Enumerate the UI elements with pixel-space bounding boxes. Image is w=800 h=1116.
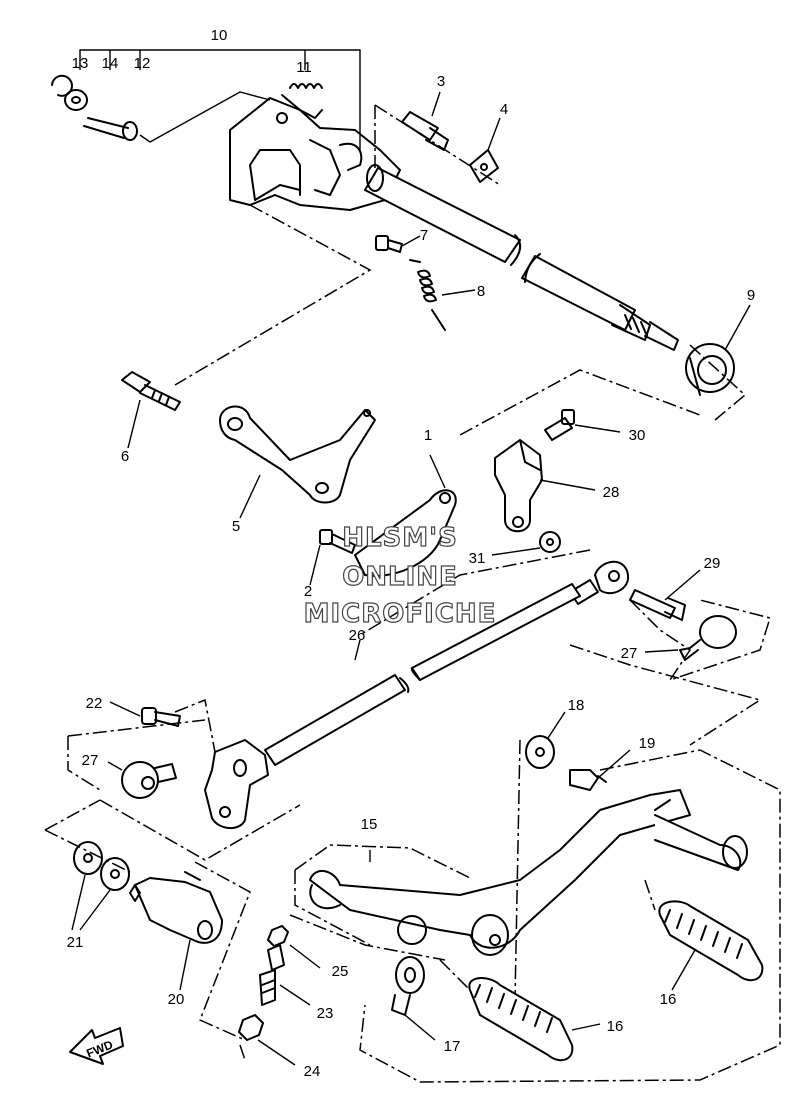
- callout-25: 25: [332, 963, 349, 980]
- rod-joint-part: [644, 615, 737, 661]
- callout-5: 5: [232, 518, 240, 535]
- watermark-line-3: MICROFICHE: [304, 599, 497, 629]
- pedal-end-part: [391, 956, 436, 1041]
- callout-28: 28: [603, 484, 620, 501]
- callout-23: 23: [317, 1005, 334, 1022]
- group-outline-9: [374, 104, 747, 421]
- callout-11: 11: [296, 59, 312, 76]
- callout-29: 29: [704, 555, 721, 572]
- callout-16a: 16: [607, 1018, 624, 1035]
- callout-7: 7: [420, 227, 428, 244]
- shift-lever-assembly: [229, 94, 401, 211]
- washer-31-part: [491, 531, 561, 556]
- callout-24: 24: [304, 1063, 321, 1080]
- callout-31: 31: [469, 550, 486, 567]
- callout-26: 26: [349, 627, 366, 644]
- shift-shaft: [364, 164, 679, 351]
- rod-leader: [354, 639, 361, 661]
- callout-27a: 27: [82, 752, 99, 769]
- callout-20: 20: [168, 991, 185, 1008]
- callout-14: 14: [102, 55, 119, 72]
- rod-bolt-part: [629, 569, 701, 621]
- watermark-line-1: HLSM'S: [342, 523, 458, 553]
- pivot-bolt-part: [238, 925, 321, 1066]
- callout-9: 9: [747, 287, 755, 304]
- callout-18: 18: [568, 697, 585, 714]
- callout-6: 6: [121, 448, 129, 465]
- callout-10: 10: [211, 27, 228, 44]
- callout-12: 12: [134, 55, 151, 72]
- watermark-line-2: ONLINE: [342, 562, 458, 592]
- spring-part: [289, 83, 323, 89]
- shift-pedal-part: [309, 789, 748, 956]
- watermark: HLSM'S ONLINE MICROFICHE: [303, 522, 497, 629]
- callout-17: 17: [444, 1038, 461, 1055]
- callout-8: 8: [477, 283, 485, 300]
- group-bracket-10: [79, 49, 361, 150]
- callout-16b: 16: [660, 991, 677, 1008]
- callout-2: 2: [304, 583, 312, 600]
- pin-part: [83, 91, 271, 143]
- pedal-arm-part: [129, 871, 223, 991]
- group-outline-28: [359, 369, 701, 636]
- callout-22: 22: [86, 695, 103, 712]
- callout-labels: 1 2 3 4 5 6 7 8 9 10 11 12 13 14 15 16 1…: [67, 27, 756, 1080]
- pedal-bolt-part: [569, 749, 631, 791]
- callout-19: 19: [639, 735, 656, 752]
- shift-lever-part: [219, 405, 376, 519]
- callout-15: 15: [361, 816, 378, 833]
- group-outline-22: [67, 698, 216, 791]
- lower-bolt-part: [109, 701, 181, 727]
- link-arm-part: [354, 454, 457, 577]
- return-spring-part: [409, 259, 476, 331]
- callout-30: 30: [629, 427, 646, 444]
- shift-rod-part: [264, 560, 630, 766]
- callout-27b: 27: [621, 645, 638, 662]
- callout-1: 1: [424, 427, 432, 444]
- washer-part: [64, 89, 88, 111]
- small-bolt-part: [375, 235, 421, 253]
- oil-seal-part: [685, 304, 751, 396]
- group-outline-15: [294, 844, 471, 946]
- lever-bolt-part: [121, 371, 181, 449]
- fwd-arrow-icon: FWD: [69, 1027, 124, 1065]
- group-outline-26: [569, 644, 762, 746]
- outer-bolt-part: [544, 409, 621, 441]
- lower-shift-arm-part: [204, 739, 269, 829]
- group-outline-19: [359, 739, 781, 1083]
- callout-4: 4: [500, 101, 508, 118]
- bolt-part: [401, 91, 449, 151]
- lower-joint-part: [107, 761, 177, 799]
- group-outline-16: [439, 879, 656, 991]
- footrest-rubber-part: [468, 977, 601, 1062]
- group-outline-27b: [99, 799, 301, 861]
- callout-3: 3: [437, 73, 445, 90]
- group-outline-23: [239, 914, 446, 1061]
- footrest-rubber-part-2: [658, 900, 764, 991]
- callout-21: 21: [67, 934, 84, 951]
- washer-18-part: [525, 711, 566, 769]
- arm-bolt-part: [309, 529, 356, 586]
- clip-part: [469, 117, 501, 183]
- circlip-part: [51, 74, 73, 97]
- group-outline-6: [174, 204, 372, 386]
- callout-13: 13: [72, 55, 89, 72]
- shift-arm-part: [494, 439, 596, 533]
- group-outline-20: [44, 799, 251, 1041]
- washer-21-part: [71, 841, 130, 931]
